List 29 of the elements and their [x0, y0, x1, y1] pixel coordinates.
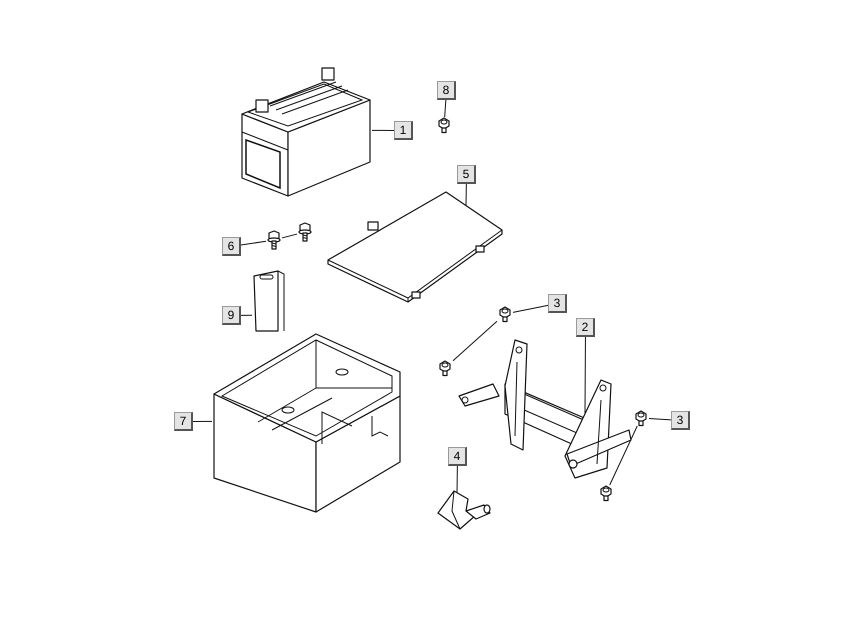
leader-line: [609, 426, 638, 486]
leader-line: [452, 320, 498, 362]
screw-drawing: [633, 410, 649, 426]
callout-number: 1: [394, 121, 413, 140]
callout-number: 7: [174, 412, 193, 431]
callout-number: 3: [671, 411, 690, 430]
leader-line: [192, 420, 212, 422]
leader-line: [512, 304, 548, 313]
leader-line: [240, 240, 266, 246]
screw-drawing: [598, 485, 614, 501]
leader-line: [648, 418, 672, 420]
leader-line: [444, 100, 446, 118]
callout-number: 2: [576, 318, 595, 337]
leader-line: [466, 184, 467, 206]
callout-number: 6: [222, 237, 241, 256]
screw-drawing: [437, 360, 453, 376]
leader-line: [584, 336, 586, 414]
callout-number: 3: [548, 294, 567, 313]
callout-number: 5: [457, 165, 476, 184]
callout-number: 8: [437, 81, 456, 100]
leader-line: [240, 314, 252, 316]
bolt-drawing: [266, 230, 282, 250]
leader-line: [282, 234, 298, 238]
bolt-drawing: [297, 222, 313, 242]
callout-number: 9: [222, 306, 241, 325]
leader-line: [372, 130, 394, 131]
callout-number: 4: [448, 447, 467, 466]
leader-line: [456, 466, 458, 494]
screw-drawing: [497, 306, 513, 322]
